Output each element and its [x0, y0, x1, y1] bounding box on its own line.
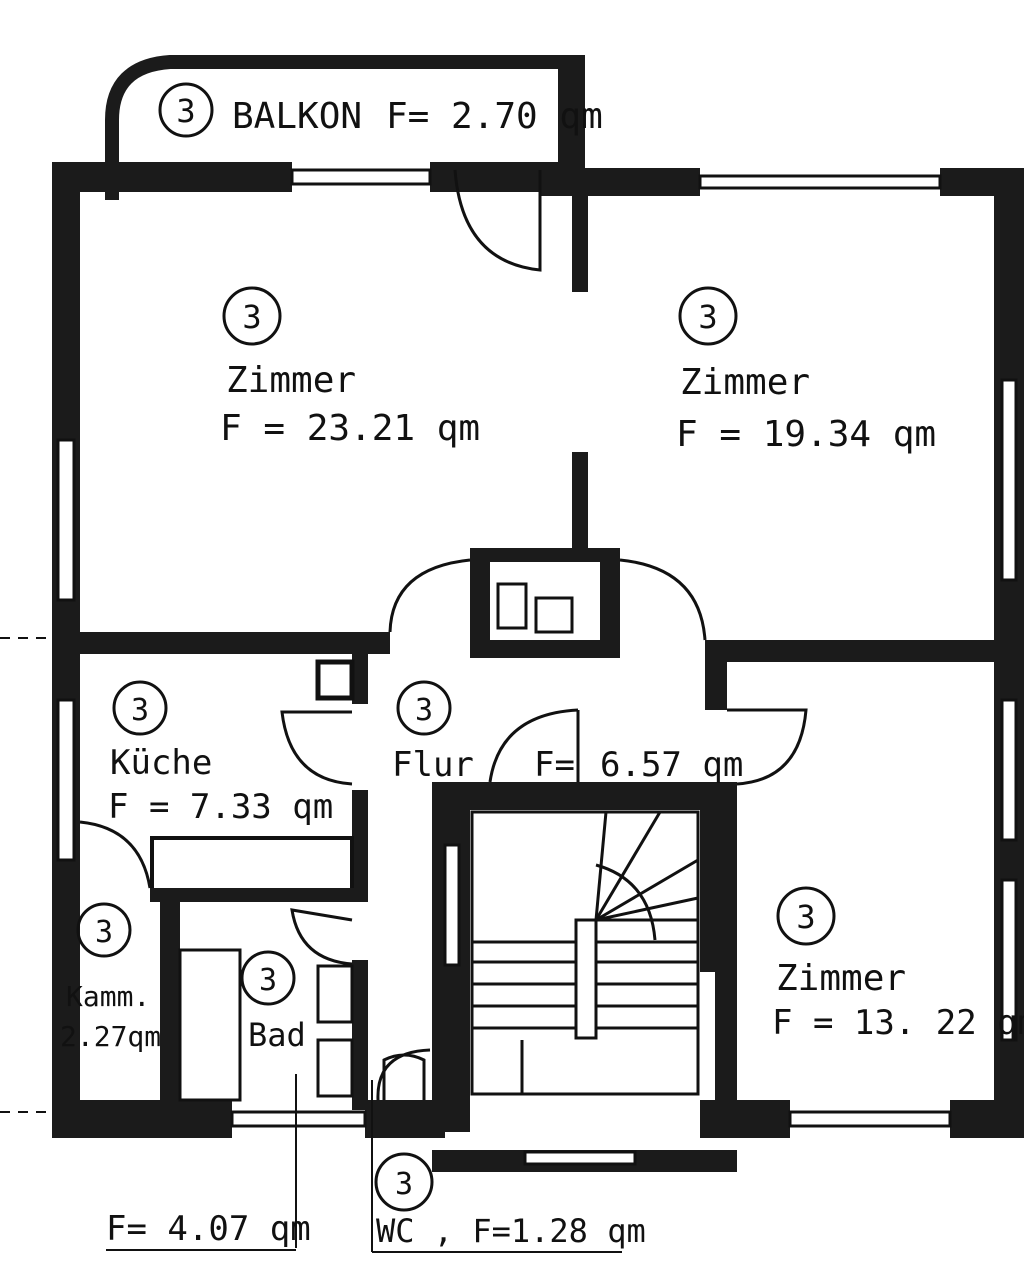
bath-number: 3 [259, 963, 277, 998]
living-left-name: Zimmer [226, 360, 356, 401]
bedroom-area: F = 13. 22 qm [772, 1003, 1024, 1043]
storage-number: 3 [95, 915, 113, 950]
staircase [470, 810, 700, 1096]
hall-number: 3 [415, 693, 433, 728]
living-left-number: 3 [242, 298, 261, 336]
bath-area: F= 4.07 qm [106, 1209, 311, 1249]
kitchen-name: Küche [110, 743, 212, 783]
living-left-area: F = 23.21 qm [220, 408, 480, 449]
windows [56, 168, 1018, 1128]
room-number-markers [76, 82, 836, 1212]
bath-name: Bad [248, 1016, 306, 1054]
balcony-area: F= 2.70 qm [386, 96, 603, 137]
living-right-name: Zimmer [680, 362, 810, 403]
bedroom-name: Zimmer [776, 958, 906, 999]
bedroom-number: 3 [796, 898, 815, 936]
hall-area-value: 6.57 qm [600, 745, 743, 785]
wc-number: 3 [395, 1167, 413, 1202]
wc-area: WC , F=1.28 qm [376, 1212, 646, 1250]
bath-fixtures [178, 948, 426, 1102]
living-right-number: 3 [698, 298, 717, 336]
balcony-name: BALKON [232, 96, 362, 137]
labels: 3 BALKON F= 2.70 qm 3 Zimmer F = 23.21 q… [60, 92, 1024, 1250]
kitchen-number: 3 [131, 693, 149, 728]
doors [79, 169, 808, 1101]
balcony-number: 3 [176, 92, 195, 130]
storage-name: Kamm. [66, 980, 150, 1013]
balcony [105, 55, 585, 200]
hall-area-prefix: F= [534, 745, 575, 785]
interior-walls [52, 192, 1000, 1172]
kitchen-area: F = 7.33 qm [108, 787, 333, 827]
hall-name: Flur [392, 745, 474, 785]
living-right-area: F = 19.34 qm [676, 414, 936, 455]
dimension-marks [0, 637, 622, 1253]
storage-area: 2.27qm [60, 1020, 161, 1053]
